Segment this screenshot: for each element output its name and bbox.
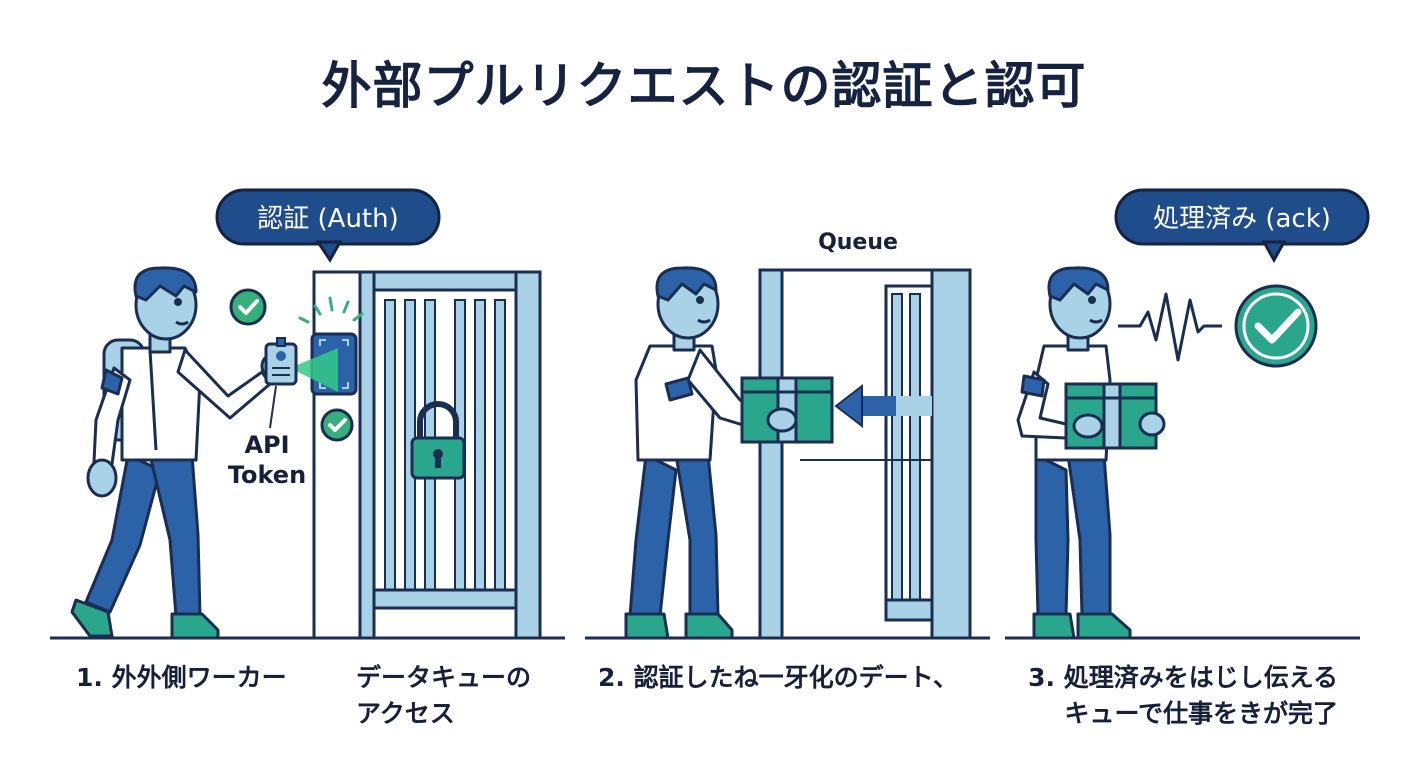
auth-bubble: 認証 (Auth) bbox=[215, 188, 441, 263]
worker-figure bbox=[1016, 266, 1132, 640]
heartbeat-icon bbox=[1118, 292, 1222, 362]
caption-access-line2: アクセス bbox=[356, 699, 455, 728]
check-icon bbox=[320, 408, 354, 442]
api-token-label: API Token bbox=[222, 430, 312, 490]
ack-bubble-label: 処理済み (ack) bbox=[1153, 204, 1331, 234]
auth-bubble-label: 認証 (Auth) bbox=[257, 204, 399, 234]
api-token-line2: Token bbox=[227, 461, 307, 489]
check-icon bbox=[229, 288, 267, 326]
padlock-icon bbox=[410, 401, 466, 480]
worker-figure bbox=[70, 266, 292, 640]
caption-step3: 3. 処理済みをはじし伝える キューで仕事をきが完了 bbox=[1020, 660, 1338, 732]
page-title: 外部プルリクエストの認証と認可 bbox=[321, 57, 1087, 115]
box-icon bbox=[740, 376, 834, 444]
caption-step1: 1. 外外側ワーカー bbox=[76, 663, 287, 692]
api-token-line1: API bbox=[244, 431, 290, 459]
queue-label: Queue bbox=[818, 230, 898, 255]
secure-gate bbox=[290, 270, 542, 640]
queue-gate bbox=[758, 268, 972, 640]
caption-access: データキューの アクセス bbox=[356, 660, 531, 732]
caption-step2: 2. 認証したね一牙化のデート、 bbox=[598, 663, 959, 692]
arrow-left-icon bbox=[834, 383, 932, 429]
ack-bubble: 処理済み (ack) bbox=[1114, 188, 1370, 264]
caption-step3-line2: キューで仕事をきが完了 bbox=[1064, 699, 1338, 728]
worker-figure bbox=[624, 266, 774, 640]
caption-step3-line1: 3. 処理済みをはじし伝える bbox=[1028, 663, 1338, 692]
id-card-icon bbox=[264, 337, 298, 429]
check-icon bbox=[1234, 284, 1318, 368]
caption-access-line1: データキューの bbox=[356, 663, 532, 692]
box-icon bbox=[1064, 382, 1166, 450]
scan-beam bbox=[290, 348, 338, 392]
